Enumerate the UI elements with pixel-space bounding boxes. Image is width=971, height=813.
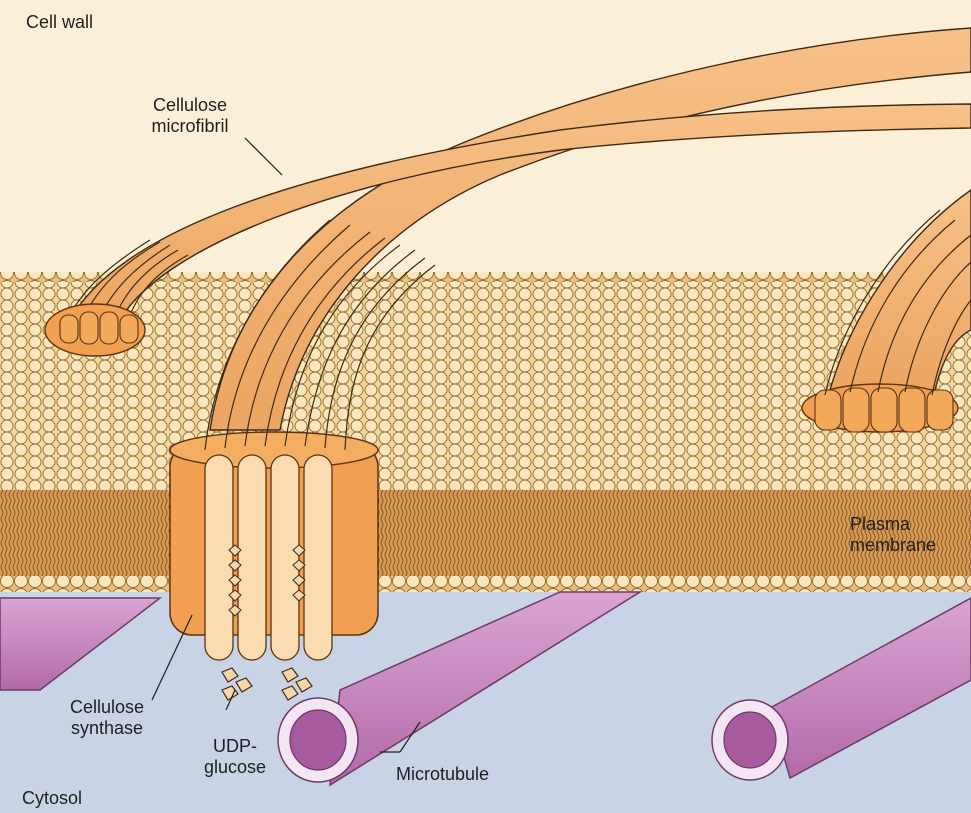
label-udp-glucose-line2: glucose (190, 757, 280, 778)
label-cellulose-synthase: Cellulose synthase (52, 697, 162, 739)
synthase-rosette-left (45, 304, 145, 356)
cellulose-synthase-complex (170, 432, 378, 660)
label-cell-wall: Cell wall (26, 12, 93, 33)
label-cytosol: Cytosol (22, 788, 82, 809)
label-udp-glucose: UDP- glucose (190, 736, 280, 778)
label-plasma-membrane-line1: Plasma (850, 514, 936, 535)
label-cellulose-synthase-line1: Cellulose (52, 697, 162, 718)
label-cellulose-microfibril-line2: microfibril (120, 116, 260, 137)
membrane-tails (0, 490, 971, 580)
label-udp-glucose-line1: UDP- (190, 736, 280, 757)
label-cellulose-microfibril-line1: Cellulose (120, 95, 260, 116)
label-plasma-membrane-line2: membrane (850, 535, 936, 556)
label-microtubule: Microtubule (396, 764, 489, 785)
membrane-inner-heads (0, 576, 971, 592)
label-cellulose-synthase-line2: synthase (52, 718, 162, 739)
membrane-outer-heads (0, 272, 971, 490)
label-cellulose-microfibril: Cellulose microfibril (120, 95, 260, 137)
label-plasma-membrane: Plasma membrane (850, 514, 936, 556)
